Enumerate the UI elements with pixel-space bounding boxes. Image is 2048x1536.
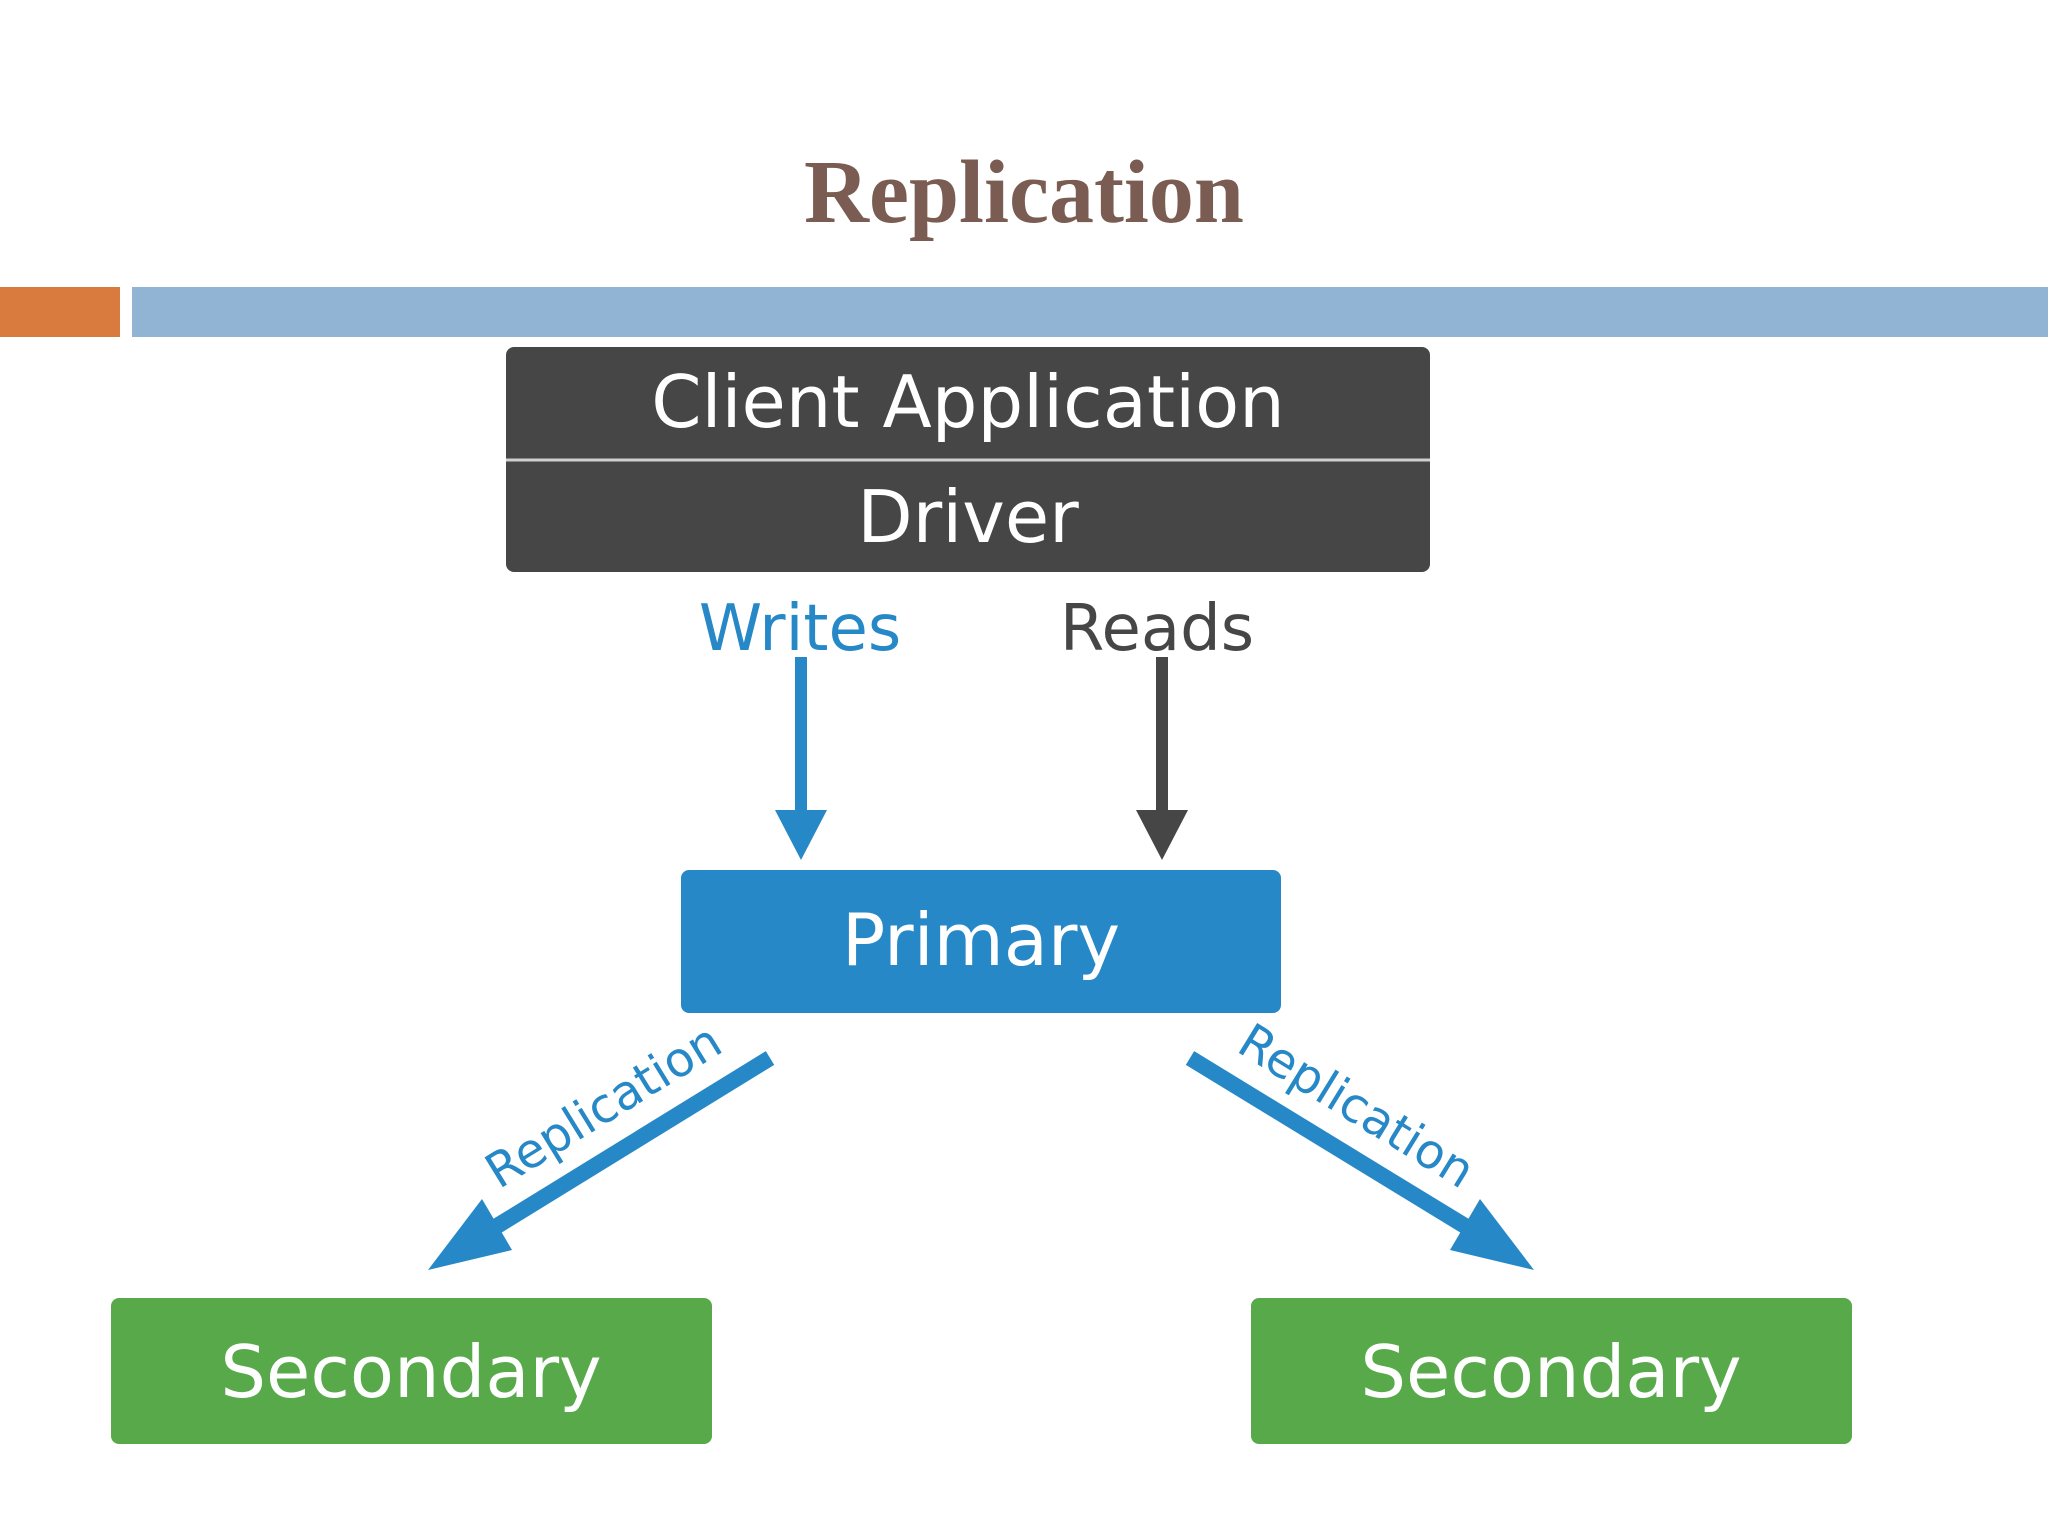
replication-arrow-right <box>1185 1051 1534 1270</box>
secondary-node-left: Secondary <box>111 1298 712 1444</box>
reads-arrow <box>1136 657 1188 860</box>
secondary-box-right <box>1251 1298 1852 1444</box>
primary-label: Primary <box>842 898 1120 982</box>
primary-box <box>681 870 1281 1013</box>
reads-label: Reads <box>1060 592 1254 666</box>
title-accent-bar <box>0 287 120 337</box>
primary-node: Primary <box>681 870 1281 1013</box>
writes-label: Writes <box>699 592 901 666</box>
secondary-node-right: Secondary <box>1251 1298 1852 1444</box>
replication-arrow-left <box>428 1051 775 1270</box>
title-underline-bar <box>132 287 2048 337</box>
client-application-block: Client Application Driver <box>506 347 1430 572</box>
secondary-box-left <box>111 1298 712 1444</box>
client-application-label: Client Application <box>651 360 1285 444</box>
secondary-label-left: Secondary <box>220 1330 601 1414</box>
driver-label: Driver <box>857 475 1079 559</box>
slide-title: Replication <box>804 143 1244 242</box>
writes-arrow <box>775 657 827 860</box>
secondary-label-right: Secondary <box>1360 1330 1741 1414</box>
